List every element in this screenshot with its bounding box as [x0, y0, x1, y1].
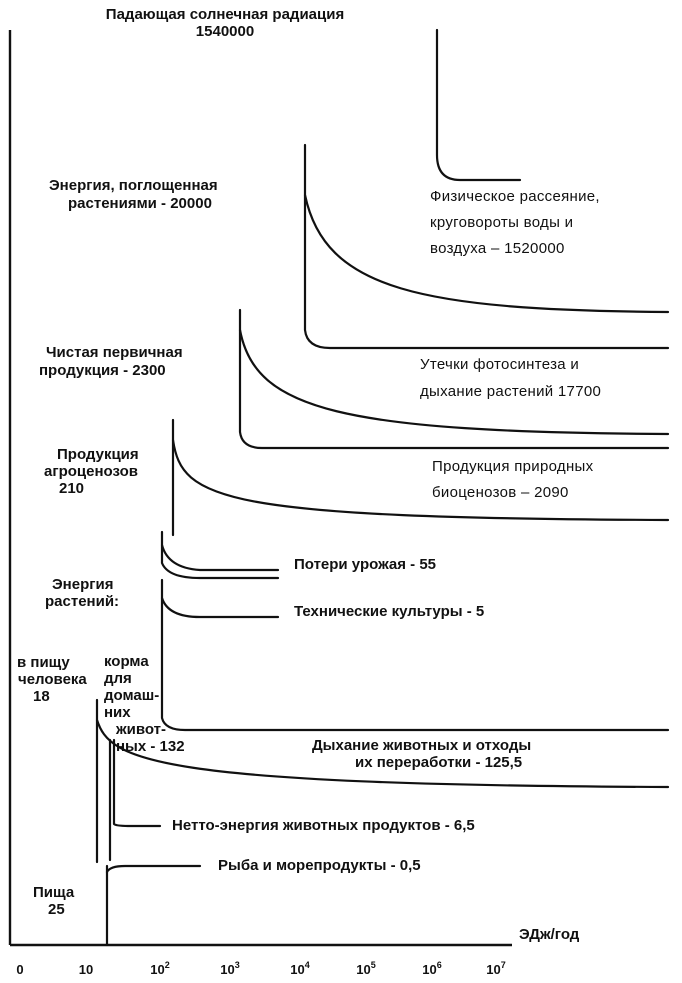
photosynthesis-leak-line	[303, 193, 670, 350]
photosynthesis-leak-label-1: Утечки фотосинтеза и	[420, 356, 579, 373]
animal-feed-label-2: для	[104, 670, 132, 687]
plants-absorbed-label-1: Энергия, поглощенная	[49, 177, 218, 194]
plant-energy-label-1: Энергия	[52, 576, 113, 593]
animal-respiration-label-2: их переработки - 125,5	[355, 754, 522, 771]
physical-dissipation-label-1: Физическое рассеяние,	[430, 188, 600, 205]
fish-label: Рыба и морепродукты - 0,5	[218, 857, 421, 874]
animal-net-line-2	[112, 738, 162, 828]
tick-label-2: 102	[150, 960, 169, 977]
animal-feed-label-5: живот-	[115, 721, 166, 738]
source-value: 1540000	[196, 23, 254, 40]
crop-loss-line-1	[160, 530, 280, 572]
fish-line	[105, 864, 202, 874]
agro-label-3: 210	[59, 480, 84, 497]
crop-loss-line-2	[160, 543, 280, 580]
tick-label-7: 107	[486, 960, 505, 977]
photosynthesis-leak-label-2: дыхание растений 17700	[420, 383, 601, 400]
technical-crops-label: Технические культуры - 5	[294, 603, 484, 620]
axis-unit-label: ЭДж/год	[519, 926, 580, 943]
solar-flow-line	[435, 28, 522, 182]
crop-losses-label: Потери урожая - 55	[294, 556, 436, 573]
agro-label-1: Продукция	[57, 446, 139, 463]
plant-energy-label-2: растений:	[45, 593, 119, 610]
natural-biocenoses-label-2: биоценозов – 2090	[432, 484, 569, 501]
agro-line	[171, 418, 670, 522]
food-label-1: Пища	[33, 884, 75, 901]
net-primary-label-1: Чистая первичная	[46, 344, 183, 361]
animal-feed-label-4: них	[104, 704, 131, 721]
tick-label-1: 10	[79, 962, 93, 977]
food-label-2: 25	[48, 901, 65, 918]
plants-absorbed-label-2: растениями - 20000	[68, 195, 212, 212]
natural-biocenoses-upper-line	[238, 328, 670, 450]
source-title: Падающая солнечная радиация	[106, 6, 344, 23]
natural-biocenoses-label-1: Продукция природных	[432, 458, 594, 475]
plant-absorbed-line	[303, 143, 670, 314]
technical-crops-line	[160, 578, 280, 619]
animal-feed-label-6: ных - 132	[116, 738, 185, 755]
tick-label-0: 0	[16, 962, 23, 977]
human-food-label-2: человека	[18, 671, 87, 688]
animal-feed-label-1: корма	[104, 653, 149, 670]
net-primary-label-2: продукция - 2300	[39, 362, 166, 379]
animal-net-energy-label: Нетто-энергия животных продуктов - 6,5	[172, 817, 475, 834]
net-primary-line	[238, 308, 670, 436]
human-food-label-1: в пищу	[17, 654, 70, 671]
tick-label-3: 103	[220, 960, 239, 977]
tick-label-4: 104	[290, 960, 309, 977]
axis-ticks: 0 10 102 103 104 105 106 107	[16, 960, 505, 977]
physical-dissipation-label-2: круговороты воды и	[430, 214, 573, 231]
tick-label-6: 106	[422, 960, 441, 977]
physical-dissipation-label-3: воздуха – 1520000	[430, 240, 565, 257]
human-food-label-3: 18	[33, 688, 50, 705]
animal-feed-label-3: домаш-	[104, 687, 159, 704]
tick-label-5: 105	[356, 960, 375, 977]
agro-label-2: агроценозов	[44, 463, 138, 480]
animal-respiration-label-1: Дыхание животных и отходы	[312, 737, 531, 754]
animal-respiration-line	[95, 698, 670, 789]
feed-vertical-line	[160, 596, 670, 732]
